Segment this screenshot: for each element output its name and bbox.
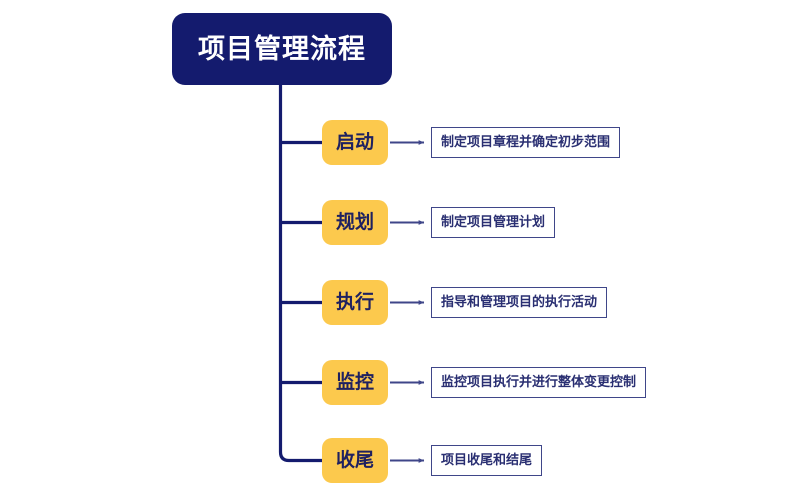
- description-node-label: 制定项目章程并确定初步范围: [441, 135, 611, 150]
- description-node-closing[interactable]: 项目收尾和结尾: [431, 445, 543, 476]
- description-node-label: 指导和管理项目的执行活动: [441, 295, 598, 310]
- description-node-planning[interactable]: 制定项目管理计划: [431, 207, 556, 238]
- stage-node-label: 规划: [335, 211, 374, 233]
- stage-node-closing[interactable]: 收尾: [322, 438, 388, 483]
- root-node-label: 项目管理流程: [198, 33, 366, 65]
- description-node-executing[interactable]: 指导和管理项目的执行活动: [431, 287, 608, 318]
- description-node-label: 项目收尾和结尾: [441, 453, 533, 468]
- stage-node-initiating[interactable]: 启动: [322, 120, 388, 165]
- stage-node-label: 执行: [335, 291, 374, 313]
- root-node[interactable]: 项目管理流程: [172, 13, 392, 85]
- stage-node-label: 监控: [335, 371, 374, 393]
- stage-node-monitoring[interactable]: 监控: [322, 360, 388, 405]
- stage-node-label: 收尾: [335, 449, 374, 471]
- description-node-label: 监控项目执行并进行整体变更控制: [441, 375, 637, 390]
- trunk-line: [278, 85, 322, 463]
- stage-node-executing[interactable]: 执行: [322, 280, 388, 325]
- description-node-monitoring[interactable]: 监控项目执行并进行整体变更控制: [431, 367, 647, 398]
- stage-node-label: 启动: [335, 131, 374, 153]
- description-node-initiating[interactable]: 制定项目章程并确定初步范围: [431, 127, 621, 158]
- description-node-label: 制定项目管理计划: [441, 215, 546, 230]
- stage-node-planning[interactable]: 规划: [322, 200, 388, 245]
